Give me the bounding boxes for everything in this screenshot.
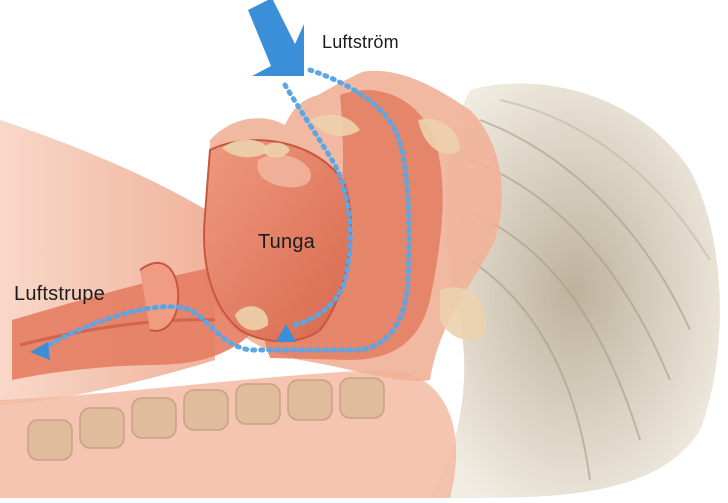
airflow-label: Luftström <box>322 33 399 51</box>
down-right-arrow-icon <box>248 0 304 76</box>
trachea-label: Luftstrupe <box>14 284 105 304</box>
tongue-label: Tunga <box>258 232 315 252</box>
